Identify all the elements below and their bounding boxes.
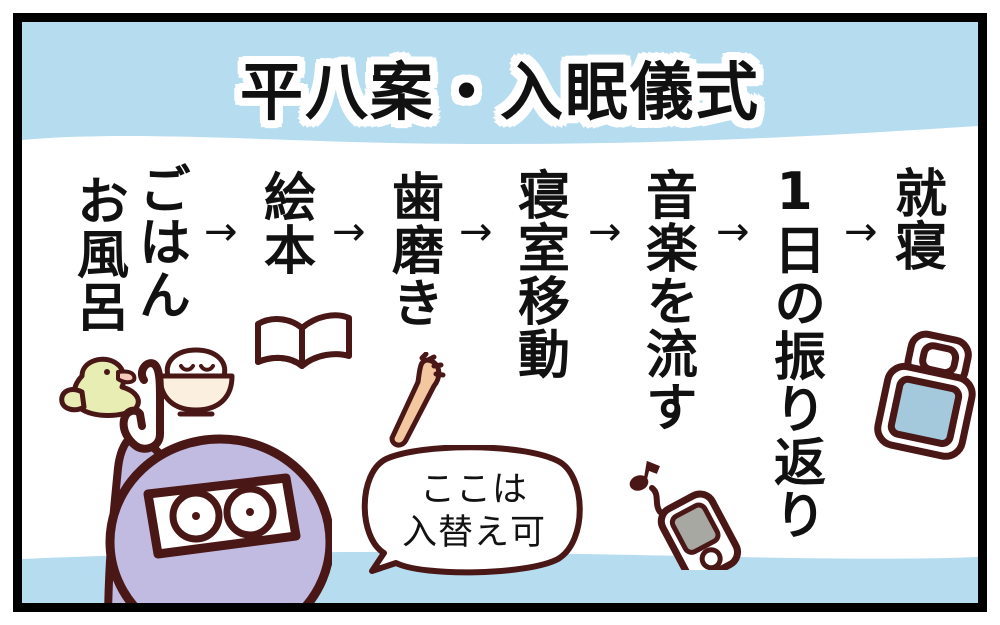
flow-arrow-5: → — [716, 209, 750, 255]
toothbrush-icon — [384, 351, 454, 462]
flow-arrow-1: → — [204, 209, 238, 255]
open-book-icon — [250, 304, 358, 380]
routine-flow: お風呂 ごはん → 絵本 → 歯磨き → 寝室移動 → 音楽を流す → 1日の振… — [22, 22, 978, 603]
page-title-text: 平八案・入眠儀式 — [240, 56, 760, 129]
flow-arrow-2: → — [332, 209, 366, 255]
flow-step-label-ehon: 絵本 — [254, 170, 315, 276]
flow-step-label-ofuro: お風呂 — [67, 174, 128, 333]
flow-arrow-4: → — [588, 209, 622, 255]
flow-arrow-3: → — [459, 209, 493, 255]
speech-bubble: ここは 入替え可 — [352, 445, 592, 578]
flow-step-label-hamigaki: 歯磨き — [382, 170, 443, 329]
flow-step-label-furikaeri: 1日の振り返り — [764, 162, 825, 541]
speech-bubble-text: ここは 入替え可 — [374, 469, 574, 554]
flow-step-label-shinshitsu-ido: 寝室移動 — [508, 168, 569, 380]
flow-step-label-gohan: ごはん — [129, 162, 190, 321]
flow-step-label-shushin: 就寝 — [885, 166, 946, 272]
rice-bowl-icon — [150, 344, 242, 426]
futon-icon — [864, 322, 978, 482]
flow-arrow-6: → — [844, 209, 878, 255]
purple-ninja-character — [42, 342, 335, 603]
speech-bubble-line-2: 入替え可 — [401, 512, 546, 553]
comic-panel-frame: 平八案・入眠儀式 お風呂 ごはん → 絵本 → 歯磨き → 寝室移動 → 音楽を… — [13, 13, 987, 612]
flow-step-label-ongaku: 音楽を流す — [636, 168, 697, 433]
speech-bubble-line-1: ここは — [419, 470, 528, 510]
rubber-duck-icon — [52, 352, 162, 422]
page-title: 平八案・入眠儀式 — [22, 42, 978, 133]
comic-stage: 平八案・入眠儀式 お風呂 ごはん → 絵本 → 歯磨き → 寝室移動 → 音楽を… — [22, 22, 978, 603]
